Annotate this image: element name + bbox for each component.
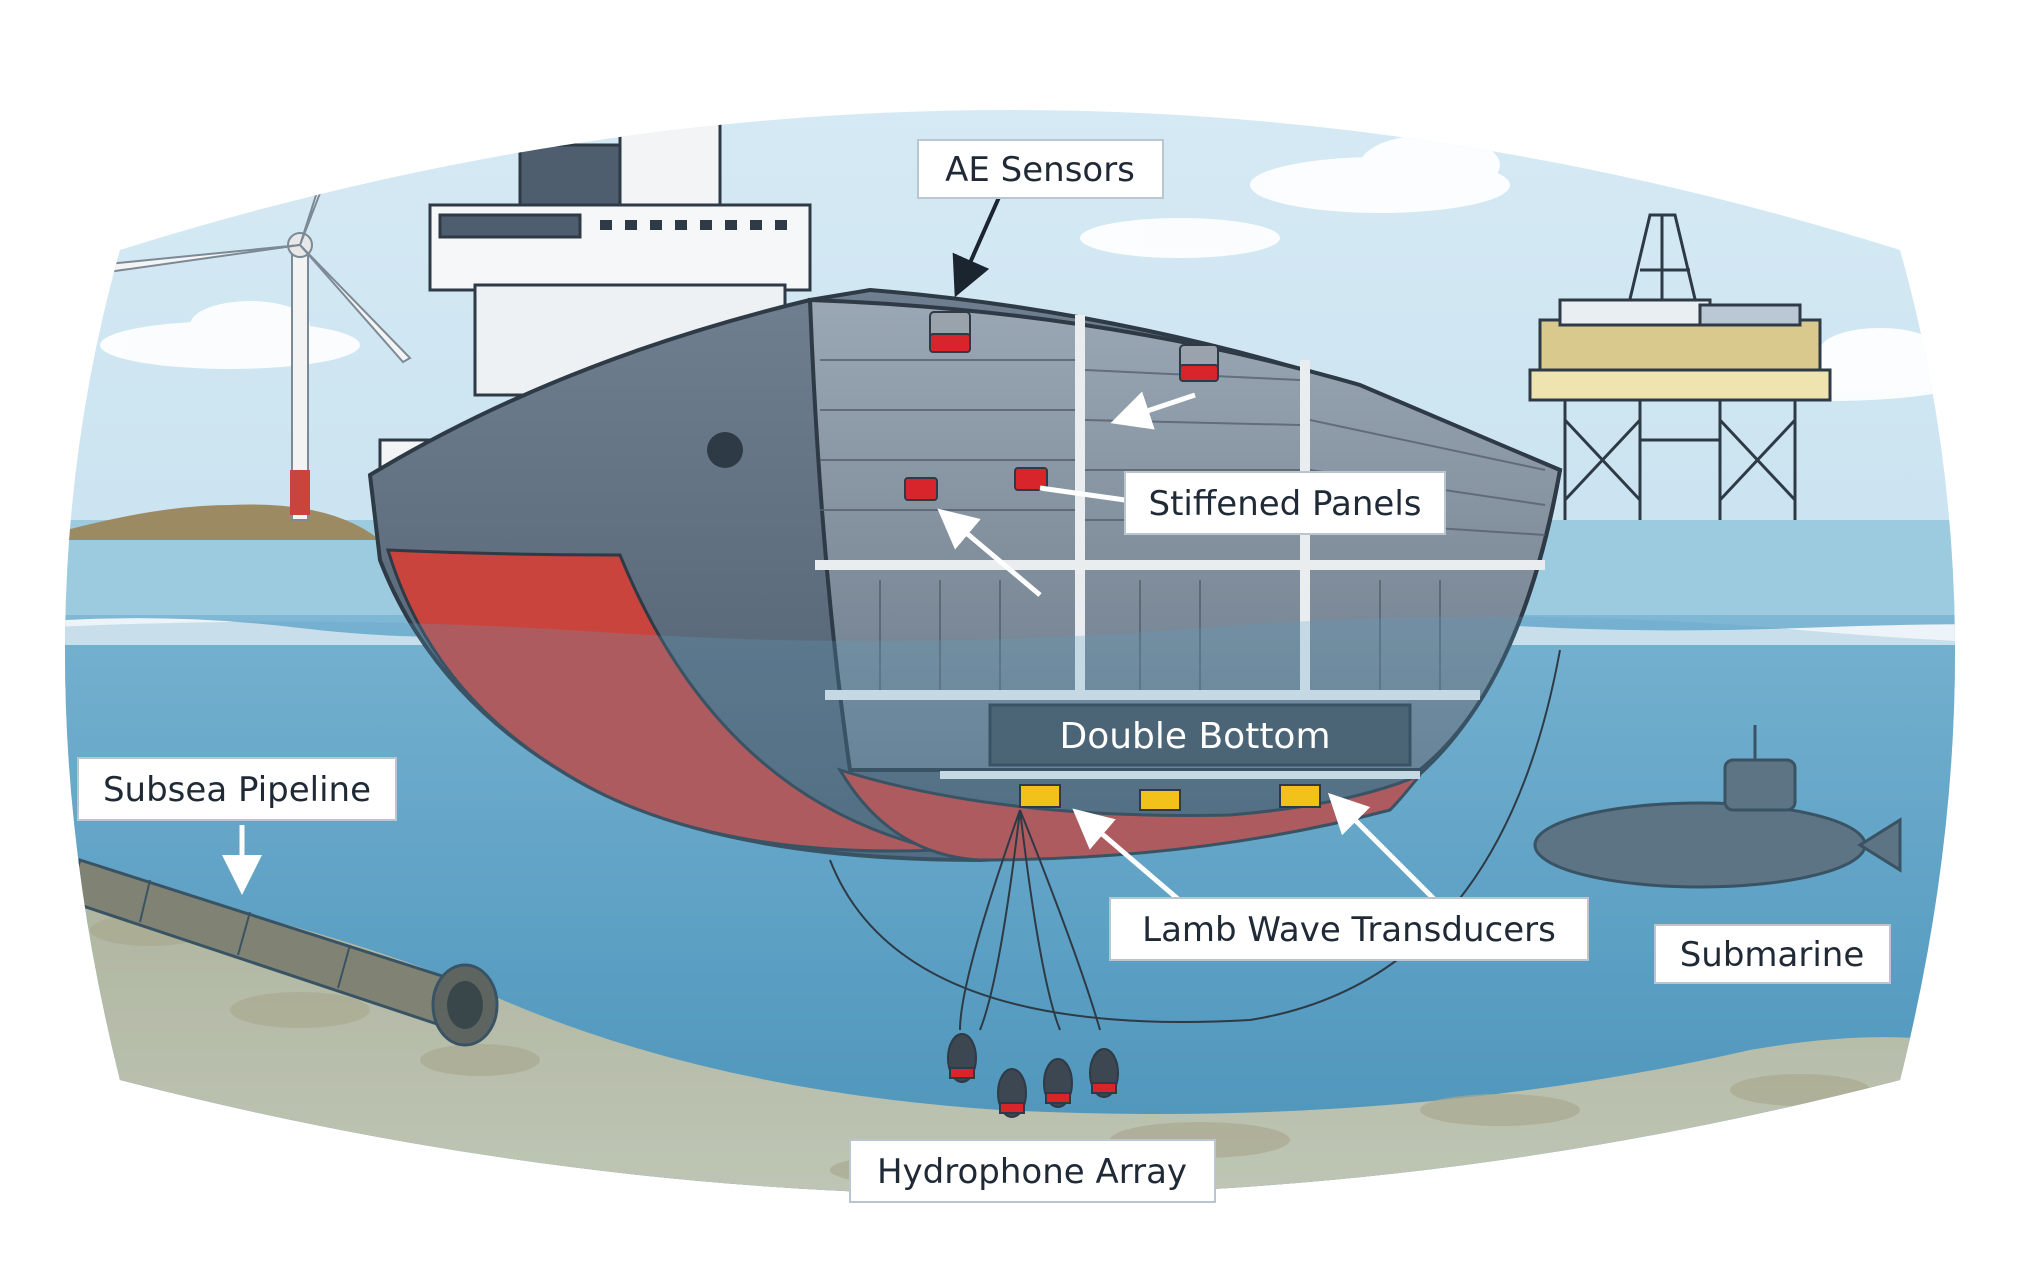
label-submarine-text: Submarine [1680, 935, 1865, 975]
label-submarine: Submarine [1655, 925, 1890, 983]
label-double-bottom: Double Bottom [1059, 716, 1330, 757]
label-lamb-wave-transducers: Lamb Wave Transducers [1110, 898, 1588, 960]
label-hydrophone-array: Hydrophone Array [850, 1140, 1215, 1202]
label-subsea-pipeline: Subsea Pipeline [78, 758, 396, 820]
label-stiffened-panels: Stiffened Panels [1125, 472, 1445, 534]
label-hydrophone-array-text: Hydrophone Array [877, 1152, 1187, 1192]
label-stiffened-panels-text: Stiffened Panels [1149, 484, 1422, 524]
label-ae-sensors-text: AE Sensors [945, 150, 1135, 190]
label-double-bottom-text: Double Bottom [1059, 716, 1330, 757]
label-subsea-pipeline-text: Subsea Pipeline [103, 770, 371, 810]
label-lamb-wave-transducers-text: Lamb Wave Transducers [1142, 910, 1556, 950]
label-ae-sensors: AE Sensors [918, 140, 1163, 198]
